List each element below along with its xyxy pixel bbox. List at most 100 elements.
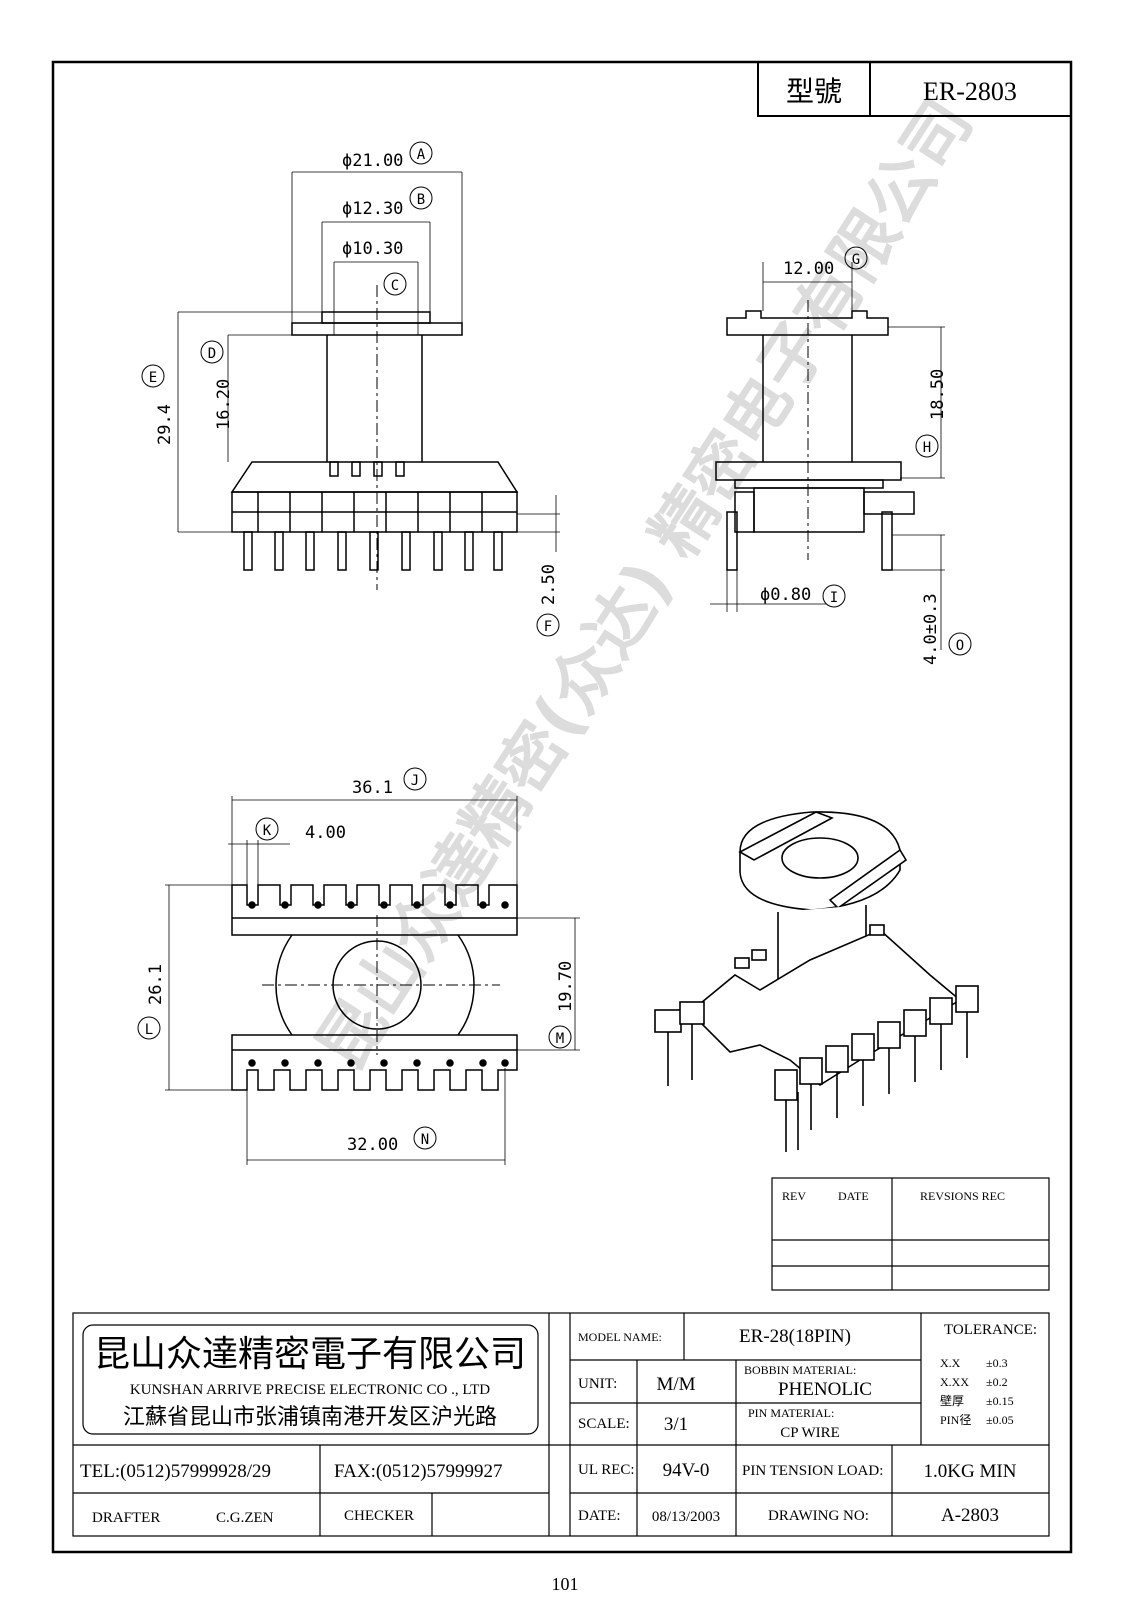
dim-N-mark: N xyxy=(421,1132,429,1148)
tolerance-key: 壁厚 xyxy=(940,1393,964,1408)
side-view-dimensions: 12.00 G 18.50 H ϕ0.80 I 4.0±0.3 O xyxy=(760,246,972,665)
iso-pin-blocks xyxy=(654,924,979,1101)
front-view-dimensions: ϕ21.00 A ϕ12.30 B ϕ10.30 C 16.20 D 29.4 … xyxy=(141,141,560,637)
dim-J-mark: J xyxy=(411,773,419,789)
revisions-header: REVSIONS REC xyxy=(920,1189,1005,1203)
model-name-label: MODEL NAME: xyxy=(578,1330,662,1344)
date-label: DATE: xyxy=(578,1508,621,1524)
date-value: 08/13/2003 xyxy=(652,1509,720,1525)
dim-F-mark: F xyxy=(544,619,552,635)
company-address: 江蘇省昆山市张浦镇南港开发区沪光路 xyxy=(123,1404,497,1429)
dim-K-value: 4.00 xyxy=(305,823,346,843)
company-box xyxy=(82,1324,539,1435)
dim-B-value: ϕ12.30 xyxy=(342,199,403,219)
iso-top-flange xyxy=(739,811,901,911)
dim-E-value: 29.4 xyxy=(155,404,175,445)
unit-label: UNIT: xyxy=(578,1376,617,1392)
dim-N-value: 32.00 xyxy=(347,1135,398,1155)
bottom-pin-holes xyxy=(248,901,509,1067)
header-model-value: ER-2803 xyxy=(923,77,1017,106)
side-view xyxy=(710,262,945,650)
iso-top-hole xyxy=(781,837,859,879)
dim-D-mark: D xyxy=(208,346,216,362)
dim-A-mark: A xyxy=(417,147,426,163)
title-block xyxy=(72,1312,1050,1537)
sheet-border xyxy=(51,60,1073,1554)
rev-header: REV xyxy=(782,1189,806,1203)
drawing-no-value: A-2803 xyxy=(941,1505,999,1526)
dim-K-mark: K xyxy=(263,823,272,839)
dim-O-mark: O xyxy=(956,638,964,654)
title-block-text: 昆山众達精密電子有限公司 KUNSHAN ARRIVE PRECISE ELEC… xyxy=(80,1322,1037,1526)
checker-label: CHECKER xyxy=(344,1508,414,1524)
dim-H-value: 18.50 xyxy=(928,369,948,420)
ul-rec-label: UL REC: xyxy=(578,1462,635,1478)
tolerance-value: ±0.3 xyxy=(986,1356,1008,1370)
dim-M-mark: M xyxy=(556,1031,564,1047)
scale-label: SCALE: xyxy=(578,1416,630,1432)
dim-C-mark: C xyxy=(391,278,399,294)
bottom-lower-rail xyxy=(231,1034,518,1091)
header-model-label: 型號 xyxy=(786,76,842,108)
front-view xyxy=(177,171,560,590)
scale-value: 3/1 xyxy=(664,1414,688,1435)
tolerance-label: TOLERANCE: xyxy=(944,1322,1037,1338)
isometric-view xyxy=(654,811,979,1152)
page-number: 101 xyxy=(552,1574,579,1594)
tolerance-key: X.XX xyxy=(940,1375,969,1389)
date-header: DATE xyxy=(838,1189,869,1203)
revision-table xyxy=(771,1177,1050,1291)
revision-table-headers: REV DATE REVSIONS REC xyxy=(782,1189,1005,1203)
side-pin-right xyxy=(881,511,893,571)
dim-E-mark: E xyxy=(149,370,157,386)
company-tel: TEL:(0512)57999928/29 xyxy=(80,1461,271,1482)
unit-value: M/M xyxy=(656,1374,695,1395)
pin-tension-label: PIN TENSION LOAD: xyxy=(742,1463,883,1479)
bottom-upper-rail xyxy=(231,884,518,936)
dim-H-mark: H xyxy=(923,440,931,456)
dim-G-value: 12.00 xyxy=(783,259,834,279)
pin-tension-value: 1.0KG MIN xyxy=(924,1461,1017,1482)
company-name-en: KUNSHAN ARRIVE PRECISE ELECTRONIC CO ., … xyxy=(130,1382,490,1398)
dim-G-mark: G xyxy=(852,252,860,268)
pin-material-label: PIN MATERIAL: xyxy=(748,1406,834,1420)
dim-J-value: 36.1 xyxy=(352,778,393,798)
tolerance-value: ±0.05 xyxy=(986,1413,1014,1427)
drawing-no-label: DRAWING NO: xyxy=(768,1508,869,1524)
tolerance-value: ±0.2 xyxy=(986,1375,1008,1389)
tolerance-key: PIN径 xyxy=(940,1413,971,1427)
header-model-box: 型號 ER-2803 xyxy=(757,61,1072,117)
bobbin-material-label: BOBBIN MATERIAL: xyxy=(744,1363,856,1377)
tolerance-value: ±0.15 xyxy=(986,1394,1014,1408)
dim-L-mark: L xyxy=(145,1022,153,1038)
dim-O-value: 4.0±0.3 xyxy=(921,593,941,665)
dim-F-value: 2.50 xyxy=(539,564,559,605)
bottom-flange-arc-left xyxy=(275,934,293,1036)
bottom-view-dimensions: 36.1 J K 4.00 26.1 L 19.70 M 32.00 N xyxy=(137,767,576,1155)
model-name-value: ER-28(18PIN) xyxy=(739,1326,851,1347)
iso-base xyxy=(688,929,962,1086)
company-fax: FAX:(0512)57999927 xyxy=(334,1461,503,1482)
tolerance-key: X.X xyxy=(940,1356,961,1370)
dim-L-value: 26.1 xyxy=(146,964,166,1005)
bobbin-material-value: PHENOLIC xyxy=(778,1379,872,1400)
bottom-view xyxy=(165,796,580,1165)
drafter-name: C.G.ZEN xyxy=(216,1510,274,1526)
dim-I-mark: I xyxy=(830,590,838,606)
dim-M-value: 19.70 xyxy=(556,961,576,1012)
dim-I-value: ϕ0.80 xyxy=(760,585,811,605)
dim-A-value: ϕ21.00 xyxy=(342,151,403,171)
dim-D-value: 16.20 xyxy=(214,379,234,430)
iso-pins xyxy=(667,1012,968,1152)
ul-rec-value: 94V-0 xyxy=(663,1460,710,1481)
side-base-lower xyxy=(753,487,865,533)
drafter-label: DRAFTER xyxy=(92,1510,160,1526)
side-pin-left xyxy=(726,511,738,571)
dim-B-mark: B xyxy=(417,192,425,208)
pin-material-value: CP WIRE xyxy=(780,1425,840,1441)
front-pins xyxy=(243,531,503,571)
company-name-cn: 昆山众達精密電子有限公司 xyxy=(94,1334,526,1374)
front-top-lip xyxy=(321,311,431,324)
dim-C-value: ϕ10.30 xyxy=(342,239,403,259)
